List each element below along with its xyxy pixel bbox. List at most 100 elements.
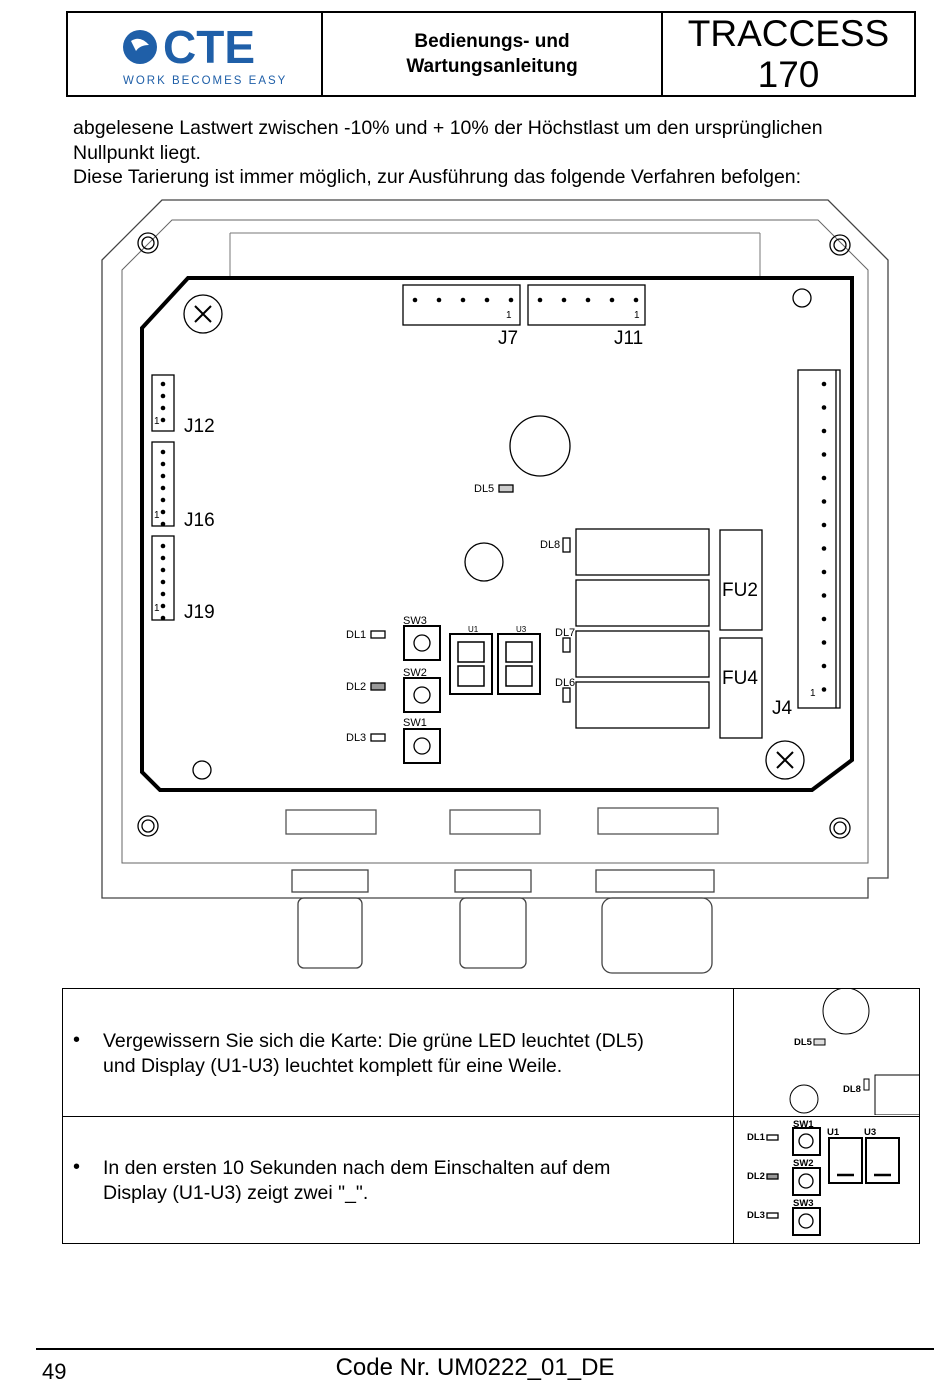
product-line1: TRACCESS xyxy=(687,13,890,54)
intro-line1: abgelesene Lastwert zwischen -10% und + … xyxy=(73,117,823,139)
label-dl1: DL1 xyxy=(346,629,366,641)
pin-j16 xyxy=(160,473,166,479)
hole-pcb-tr-icon xyxy=(792,288,812,308)
thumb2-label-u1: U1 xyxy=(827,1127,840,1138)
pin-j19 xyxy=(160,591,166,597)
bullet-icon: • xyxy=(73,1156,81,1178)
label-dl7: DL7 xyxy=(555,627,575,639)
relay-2 xyxy=(575,579,710,627)
pin-j4 xyxy=(821,569,827,575)
logo-tagline: WORK BECOMES EASY xyxy=(123,75,287,87)
intro-line3: Diese Tarierung ist immer möglich, zur A… xyxy=(73,166,802,188)
gland-seat-2 xyxy=(449,809,541,835)
bullet-icon: • xyxy=(73,1029,81,1051)
intro-line2: Nullpunkt liegt. xyxy=(73,141,201,164)
gland-2-body xyxy=(459,897,527,969)
screw-bottom-right-icon xyxy=(765,740,805,780)
label-sw3: SW3 xyxy=(403,615,427,627)
pin-j4 xyxy=(821,663,827,669)
pin-j11 xyxy=(633,297,639,303)
component-circle-icon xyxy=(464,542,504,582)
label-fu2: FU2 xyxy=(722,580,758,601)
pin-j7 xyxy=(484,297,490,303)
logo-bird-icon xyxy=(130,38,149,51)
pin-j4 xyxy=(821,452,827,457)
led-dl8 xyxy=(562,537,571,553)
label-j11-pin1: 1 xyxy=(634,310,640,321)
label-sw1: SW1 xyxy=(403,717,427,729)
cte-logo: CTE WORK BECOMES EASY xyxy=(122,21,287,87)
pin-j11 xyxy=(585,297,591,303)
switch-sw3 xyxy=(403,625,441,661)
screw-top-left-icon xyxy=(183,294,223,334)
step-2-text: In den ersten 10 Sekunden nach dem Einsc… xyxy=(103,1156,723,1205)
display-u1 xyxy=(449,633,493,695)
thumb2-label-dl2: DL2 xyxy=(747,1171,765,1182)
gland-seat-1 xyxy=(285,809,377,835)
pin-j11 xyxy=(561,297,567,303)
gland-seat-3 xyxy=(597,807,719,835)
label-fu4: FU4 xyxy=(722,668,758,689)
label-j7: J7 xyxy=(498,328,518,349)
connector-pins xyxy=(160,297,827,692)
pin-j4 xyxy=(821,381,827,387)
thumb2-label-sw1: SW1 xyxy=(793,1119,814,1130)
steps-table: • Vergewissern Sie sich die Karte: Die g… xyxy=(62,988,920,1244)
relay-1 xyxy=(575,528,710,576)
thumb2-label-sw2: SW2 xyxy=(793,1158,814,1169)
pin-j11 xyxy=(609,297,615,303)
pin-j19 xyxy=(160,555,166,561)
pcb-outline xyxy=(140,276,854,792)
pin-j19 xyxy=(160,615,166,621)
label-j4: J4 xyxy=(772,698,793,719)
label-u1: U1 xyxy=(468,625,479,634)
pin-j11 xyxy=(537,297,543,303)
relay-4 xyxy=(575,681,710,729)
doc-title-line1: Bedienungs- und xyxy=(414,31,570,52)
mount-hole-tl-icon xyxy=(137,232,159,254)
switch-sw2 xyxy=(403,677,441,713)
pin-j16 xyxy=(160,521,166,527)
pin-j4 xyxy=(821,546,827,551)
connector-j12 xyxy=(151,374,175,432)
relay-3 xyxy=(575,630,710,678)
doc-title-line2: Wartungsanleitung xyxy=(406,56,578,77)
label-j12-pin1: 1 xyxy=(154,416,160,427)
led-dl1 xyxy=(370,630,386,639)
fuse-fu4 xyxy=(719,637,763,739)
led-dl2 xyxy=(370,682,386,691)
label-j16: J16 xyxy=(184,510,215,531)
label-dl8: DL8 xyxy=(540,539,560,551)
mount-hole-br-icon xyxy=(829,817,851,839)
pin-j16 xyxy=(160,485,166,491)
pin-j4 xyxy=(821,616,827,622)
step-1-text: Vergewissern Sie sich die Karte: Die grü… xyxy=(103,1029,723,1078)
doc-title: Bedienungs- und Wartungsanleitung xyxy=(323,13,663,95)
enclosure-inner xyxy=(121,219,869,864)
mount-hole-bl-icon xyxy=(137,815,159,837)
label-j16-pin1: 1 xyxy=(154,510,160,521)
pin-j16 xyxy=(160,449,166,455)
step-2-line2: Display (U1-U3) zeigt zwei "_". xyxy=(103,1181,369,1204)
led-dl5 xyxy=(498,484,514,493)
thumb1-label-dl8: DL8 xyxy=(843,1084,861,1095)
pin-j4 xyxy=(821,428,827,434)
connector-j7 xyxy=(402,284,521,326)
pin-j4 xyxy=(821,405,827,410)
fuse-fu2 xyxy=(719,529,763,631)
pin-j12 xyxy=(160,381,166,387)
pin-j4 xyxy=(821,640,827,645)
label-dl5: DL5 xyxy=(474,483,494,495)
display-u3 xyxy=(497,633,541,695)
table-row: • Vergewissern Sie sich die Karte: Die g… xyxy=(63,989,919,1117)
label-dl6: DL6 xyxy=(555,677,575,689)
document-header: CTE WORK BECOMES EASY Bedienungs- und Wa… xyxy=(66,11,916,97)
gland-1-nut xyxy=(291,869,369,893)
led-dl3 xyxy=(370,733,386,742)
pin-j16 xyxy=(160,509,166,515)
pin-j12 xyxy=(160,405,166,411)
document-code: Code Nr. UM0222_01_DE xyxy=(335,1354,615,1381)
thumb-board-detail-2: DL1 DL2 DL3 SW1 SW2 SW3 U1 U3 xyxy=(747,1119,900,1236)
thumb2-label-u3: U3 xyxy=(864,1127,876,1138)
table-row: • In den ersten 10 Sekunden nach dem Ein… xyxy=(63,1116,919,1243)
